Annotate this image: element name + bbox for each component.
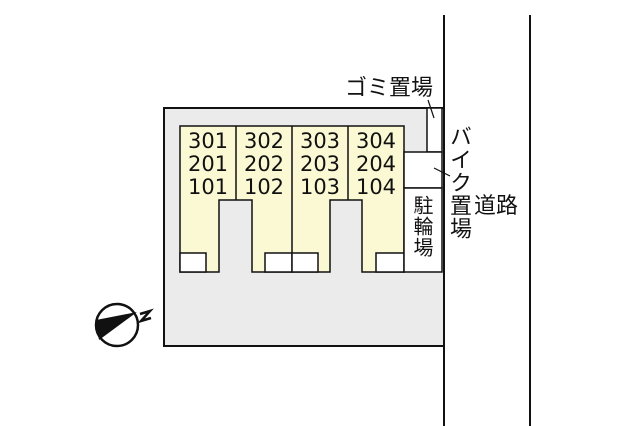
- north-arrow-icon: [94, 302, 154, 348]
- road-label: 道路: [474, 194, 519, 219]
- unit-column: 304 204 104: [348, 130, 404, 199]
- bike-parking-label: バイク置場: [446, 125, 471, 240]
- unit-box: [264, 252, 293, 273]
- unit-box: [291, 252, 319, 273]
- unit-number: 303: [299, 129, 341, 153]
- bicycle-parking-area: [403, 187, 443, 273]
- unit-column: 301 201 101: [180, 130, 236, 199]
- bike-leader: [433, 167, 451, 177]
- unit-number: 204: [355, 152, 397, 176]
- unit-number: 301: [187, 129, 229, 153]
- bike-parking-area: [403, 151, 443, 189]
- unit-number: 203: [299, 152, 341, 176]
- unit-number: 302: [243, 129, 285, 153]
- garbage-label: ゴミ置場: [345, 76, 434, 101]
- unit-number: 104: [355, 175, 397, 199]
- unit-column: 303 203 103: [292, 130, 348, 199]
- unit-number: 201: [187, 152, 229, 176]
- unit-number: 102: [243, 175, 285, 199]
- bicycle-parking-label: 駐輪場: [410, 195, 434, 258]
- unit-number: 304: [355, 129, 397, 153]
- unit-number: 101: [187, 175, 229, 199]
- garbage-area: [426, 107, 443, 153]
- unit-number: 202: [243, 152, 285, 176]
- garbage-leader: [427, 99, 435, 119]
- unit-column: 302 202 102: [236, 130, 292, 199]
- unit-box: [179, 252, 207, 273]
- unit-number: 103: [299, 175, 341, 199]
- unit-box: [375, 252, 405, 273]
